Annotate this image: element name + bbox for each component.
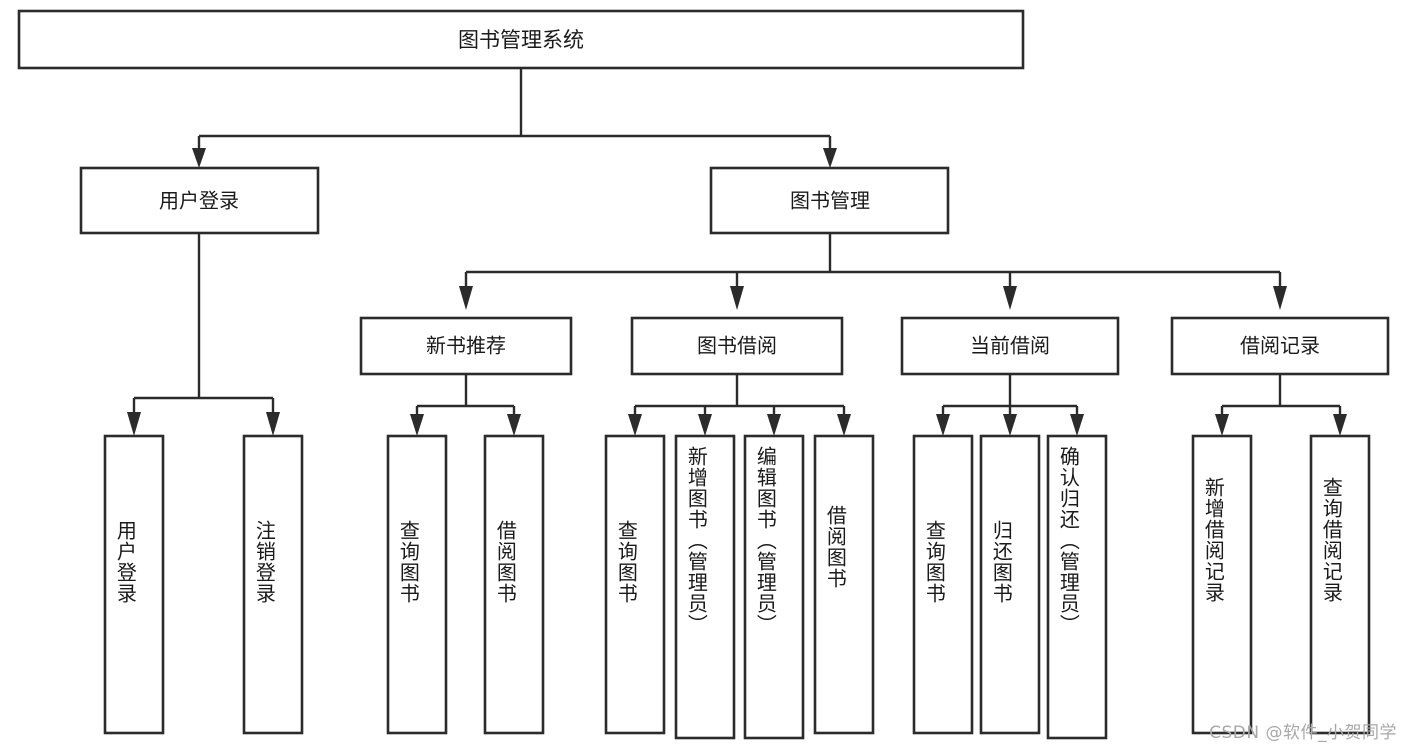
node-new-book-recommend-label: 新书推荐: [426, 334, 506, 358]
arrow-head-br-query-record: [1333, 414, 1347, 436]
leaf-node-cb-query-book[interactable]: [912, 434, 974, 735]
leaf-box-bb-query-book: [604, 434, 666, 735]
arrow-head-leaf-user-login: [127, 412, 141, 436]
edge-group-book-mgmt: [459, 233, 1287, 310]
node-user-login[interactable]: 用户登录: [79, 166, 320, 235]
leaf-node-cb-return-book[interactable]: [979, 434, 1041, 735]
edge-group-borrow-record: [1215, 374, 1347, 436]
leaf-node-bb-add-book[interactable]: [674, 434, 736, 740]
arrow-head-leaf-logout: [266, 412, 280, 436]
node-new-book-recommend[interactable]: 新书推荐: [359, 316, 573, 376]
node-current-borrow-box: [900, 316, 1120, 376]
node-book-management[interactable]: 图书管理: [709, 166, 950, 235]
leaf-node-bb-query-book[interactable]: [604, 434, 666, 735]
arrow-head-bb-query-book: [628, 414, 642, 436]
node-borrow-record-box: [1170, 316, 1390, 376]
leaf-node-nb-query-book[interactable]: [386, 434, 448, 735]
leaf-box-br-query-record: [1309, 434, 1371, 735]
leaf-node-user-login[interactable]: [103, 434, 165, 735]
node-book-borrow-label: 图书借阅: [697, 334, 777, 358]
leaf-box-bb-edit-book: [743, 434, 805, 740]
arrow-head-current-borrow: [1003, 286, 1017, 310]
edge-group-user-login: [127, 233, 280, 436]
arrow-head-nb-borrow-book: [507, 414, 521, 436]
arrow-head-book-mgmt: [823, 148, 837, 168]
node-book-management-box: [709, 166, 950, 235]
node-current-borrow[interactable]: 当前借阅: [900, 316, 1120, 376]
edge-group-current-borrow: [936, 374, 1084, 436]
leaf-node-bb-edit-book[interactable]: [743, 434, 805, 740]
leaf-box-logout: [242, 434, 304, 735]
arrow-head-cb-query-book: [936, 414, 950, 436]
arrow-head-borrow-record: [1273, 286, 1287, 310]
node-root-system[interactable]: 图书管理系统: [17, 9, 1025, 70]
edge-group-book-borrow: [628, 374, 851, 436]
leaf-node-cb-confirm-return[interactable]: [1046, 434, 1108, 740]
arrow-head-cb-confirm-return: [1070, 414, 1084, 436]
arrow-head-nb-query-book: [410, 414, 424, 436]
leaf-box-bb-borrow-book: [813, 434, 875, 735]
leaf-node-logout[interactable]: [242, 434, 304, 735]
leaf-node-br-query-record[interactable]: [1309, 434, 1371, 735]
leaf-box-cb-confirm-return: [1046, 434, 1108, 740]
edge-group-root: [192, 68, 837, 168]
leaf-box-nb-query-book: [386, 434, 448, 735]
arrow-head-book-borrow: [730, 286, 744, 310]
leaf-node-nb-borrow-book[interactable]: [483, 434, 545, 735]
node-user-login-label: 用户登录: [159, 189, 239, 213]
csdn-watermark: CSDN @软件_小贺同学: [1209, 723, 1397, 743]
node-borrow-record-label: 借阅记录: [1240, 334, 1320, 358]
node-root-box: [17, 9, 1025, 70]
node-root-label: 图书管理系统: [458, 28, 584, 52]
arrow-head-new-book-recommend: [459, 286, 473, 310]
leaf-box-nb-borrow-book: [483, 434, 545, 735]
leaf-node-br-add-record[interactable]: [1191, 434, 1253, 735]
node-book-management-label: 图书管理: [790, 189, 870, 213]
node-borrow-record[interactable]: 借阅记录: [1170, 316, 1390, 376]
leaf-box-user-login: [103, 434, 165, 735]
node-user-login-box: [79, 166, 320, 235]
node-current-borrow-label: 当前借阅: [970, 334, 1050, 358]
node-new-book-recommend-box: [359, 316, 573, 376]
arrow-head-user-login: [192, 148, 206, 168]
leaf-node-bb-borrow-book[interactable]: [813, 434, 875, 735]
leaf-box-cb-return-book: [979, 434, 1041, 735]
arrow-head-bb-edit-book: [767, 414, 781, 436]
edge-group-new-book-recommend: [410, 374, 521, 436]
leaf-box-bb-add-book: [674, 434, 736, 740]
arrow-head-bb-borrow-book: [837, 414, 851, 436]
arrow-head-br-add-record: [1215, 414, 1229, 436]
arrow-head-cb-return-book: [1003, 414, 1017, 436]
leaf-box-cb-query-book: [912, 434, 974, 735]
leaf-box-br-add-record: [1191, 434, 1253, 735]
node-book-borrow-box: [630, 316, 844, 376]
node-book-borrow[interactable]: 图书借阅: [630, 316, 844, 376]
arrow-head-bb-add-book: [698, 414, 712, 436]
